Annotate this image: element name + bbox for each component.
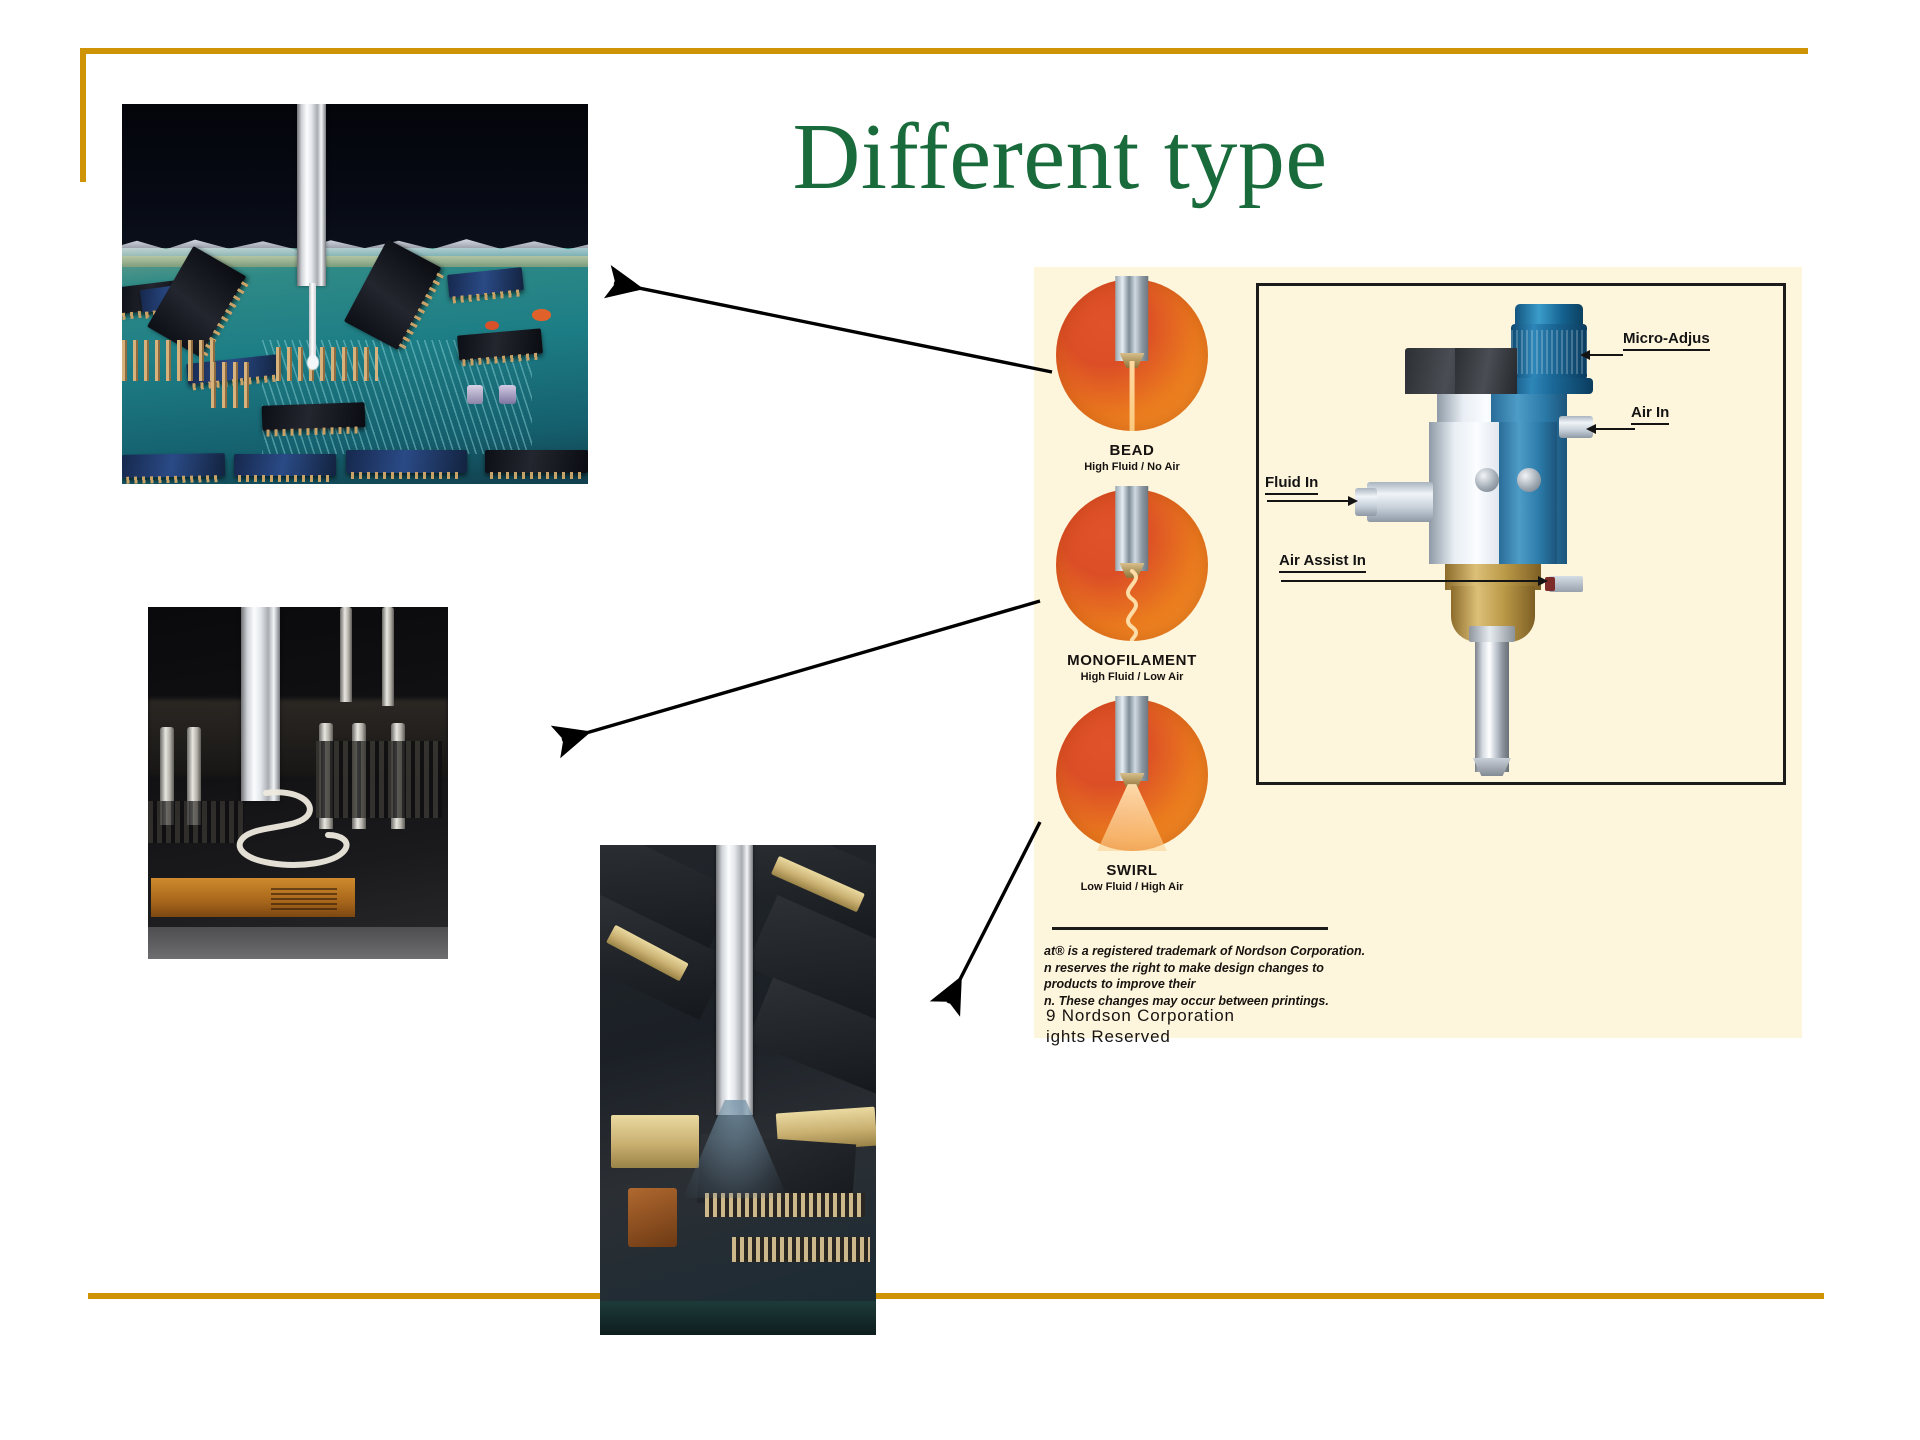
valve-shaft-collar (1469, 626, 1515, 642)
valve-brass-collar (1445, 564, 1541, 590)
pcb-gold-component (611, 1114, 700, 1169)
copyright-line-2: ights Reserved (1046, 1027, 1171, 1047)
pcb-chip (485, 449, 588, 479)
pcb-lead-post (340, 607, 352, 703)
pcb-chip (261, 402, 365, 431)
slide-title: Different type (792, 105, 1328, 209)
pcb-capacitor (532, 309, 551, 321)
micro-adjust-knob (1511, 324, 1587, 380)
dispensing-needle (241, 607, 280, 801)
pcb-lead-post (160, 726, 174, 826)
trademark-fineprint: at® is a registered trademark of Nordson… (1044, 944, 1366, 1008)
nozzle-illustration (1115, 275, 1149, 362)
pcb-component-bank (316, 740, 442, 819)
monofilament-pattern-swatch (1056, 485, 1208, 641)
valve-screw (1517, 468, 1541, 492)
air-in-label: Air In (1631, 404, 1670, 425)
fineprint-divider (1052, 927, 1328, 930)
copyright-block: 9 Nordson Corporation ights Reserved (1046, 1005, 1376, 1048)
air-in-leader (1586, 424, 1635, 434)
pcb-lead-post (187, 726, 201, 826)
micro-adjust-leader (1580, 350, 1623, 360)
fluid-in-leader (1267, 496, 1358, 506)
swirl-pattern-sub: Low Fluid / High Air (1080, 881, 1184, 893)
pcb-chip-leads (732, 1237, 871, 1262)
valve-blue-housing-lower (1499, 422, 1557, 564)
air-assist-in-leader (1281, 576, 1548, 586)
pcb-connector-strip (122, 256, 588, 268)
valve-diagram-box: Micro-Adjus Air In Fluid In Air Assist I… (1256, 283, 1786, 785)
pcb-chip (233, 453, 337, 483)
left-accent-rule (80, 48, 86, 182)
monofilament-pattern-caption: MONOFILAMENT High Fluid / Low Air (1032, 652, 1232, 683)
valve-nozzle-tip (1473, 758, 1511, 776)
fluid-inlet-nut (1355, 488, 1377, 516)
photo-background-dark (122, 104, 588, 260)
pcb-chip (122, 452, 225, 478)
bead-pattern-name: BEAD (1109, 442, 1155, 459)
pcb-lead-post (382, 607, 394, 706)
fluid-in-label: Fluid In (1265, 474, 1319, 495)
monofilament-dispense-photo (148, 607, 448, 959)
copyright-line-1: 9 Nordson Corporation (1046, 1006, 1235, 1025)
pcb-chip (345, 449, 467, 479)
air-inlet-fitting (1559, 416, 1593, 438)
swirl-pattern-name: SWIRL (1106, 862, 1158, 879)
pcb-bottom-edge (600, 1300, 876, 1335)
dispensed-monofilament-bead (236, 789, 350, 868)
air-assist-inlet-fitting (1549, 576, 1583, 592)
monofilament-stream (1126, 569, 1138, 641)
dispensing-needle (715, 845, 754, 1115)
bead-pattern-swatch (1056, 275, 1208, 431)
arrow-bead-to-photo (603, 264, 1053, 374)
dispensed-bead (306, 354, 319, 370)
monofilament-pattern-name: MONOFILAMENT (1067, 652, 1197, 669)
air-assist-inlet-seal (1545, 577, 1555, 591)
dispensing-needle (296, 104, 326, 287)
air-assist-in-label: Air Assist In (1279, 552, 1366, 573)
pcb-header-pins (122, 339, 216, 382)
arrow-monofilament-to-photo (550, 599, 1041, 759)
pcb-component-bank (148, 800, 244, 843)
pcb-component (627, 1188, 678, 1247)
pcb-orange-component-text (271, 886, 337, 910)
bead-pattern-caption: BEAD High Fluid / No Air (1032, 442, 1232, 473)
bead-stream (1129, 361, 1135, 431)
valve-screw (1475, 468, 1499, 492)
top-accent-rule (80, 48, 1808, 54)
nozzle-illustration (1115, 485, 1149, 572)
swirl-pattern-caption: SWIRL Low Fluid / High Air (1032, 862, 1232, 893)
pcb-header-pins (210, 362, 253, 408)
valve-needle-shaft (1475, 638, 1509, 772)
swirl-stream (1097, 784, 1167, 851)
swirl-dispense-photo (600, 845, 876, 1335)
micro-adjust-collar (1505, 378, 1593, 394)
pcb-capacitor (466, 385, 484, 405)
nordson-diagram-panel: BEAD High Fluid / No Air MONOFILAMENT Hi… (1032, 267, 1802, 1046)
pcb-capacitor (499, 385, 516, 405)
arrow-swirl-to-photo (929, 821, 1042, 1017)
pcb-capacitor (485, 320, 500, 331)
bottom-accent-rule (88, 1293, 1824, 1299)
photo-table-surface (148, 927, 448, 959)
micro-adjust-knurl (1511, 330, 1587, 374)
bead-pattern-sub: High Fluid / No Air (1084, 461, 1180, 473)
micro-adjust-label: Micro-Adjus (1623, 330, 1710, 351)
pcb-header-pins (275, 347, 379, 382)
fluid-inlet-fitting (1367, 482, 1433, 522)
swirl-photo-scene (600, 845, 876, 1335)
monofilament-pattern-sub: High Fluid / Low Air (1080, 671, 1184, 683)
monofilament-photo-scene (148, 607, 448, 959)
dispensing-needle-tip (308, 282, 316, 367)
bead-photo-scene (122, 104, 588, 484)
swirl-pattern-swatch (1056, 695, 1208, 851)
micro-adjust-knob-cap (1515, 304, 1583, 326)
nozzle-illustration (1115, 695, 1149, 782)
bead-dispense-photo (122, 104, 588, 484)
